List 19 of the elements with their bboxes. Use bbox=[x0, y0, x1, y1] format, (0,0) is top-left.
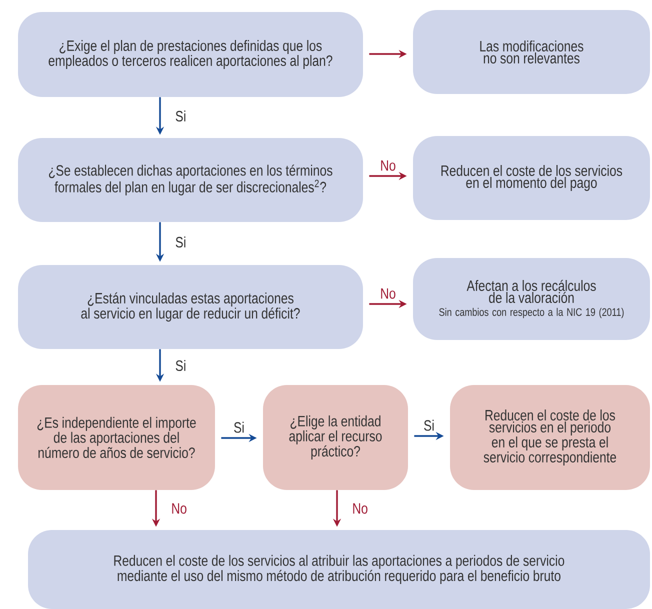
decision-box: ¿Están vinculadas estas aportaciones al servicio en lugar de reducir un déficit? bbox=[18, 264, 363, 349]
edge-label: Si bbox=[174, 235, 188, 248]
edge-label: No bbox=[379, 287, 397, 300]
result-box: Las modificaciones no son relevantes bbox=[413, 10, 650, 94]
edge-label: Si bbox=[232, 420, 246, 434]
result-box: Reducen el coste de los servicios en el momento del pago bbox=[413, 136, 650, 220]
edge-label: Si bbox=[174, 358, 188, 372]
result-box: Reducen el coste de los servicios al atribuir las aportaciones a periodos de servicio mediante el uso del mismo método de atribución requerido para el beneficio bruto bbox=[28, 530, 650, 609]
result-box: Reducen el coste de los servicios en el periodo en el que se presta el servicio correspondiente bbox=[450, 384, 650, 490]
decision-box: ¿Es independiente el importe de las aportaciones del número de años de servicio? bbox=[18, 384, 215, 490]
decision-box: ¿Se establecen dichas aportaciones en los términos formales del plan en lugar de ser discrecionales$^{2}$? bbox=[18, 138, 363, 222]
decision-box: ¿Elige la entidad aplicar el recurso práctico? bbox=[263, 384, 408, 490]
decision-box: ¿Exige el plan de prestaciones definidas que los empleados o terceros realicen aportaciones al plan? bbox=[18, 12, 363, 97]
edge-label: No bbox=[379, 159, 397, 172]
edge-label: Si bbox=[422, 418, 436, 432]
edge-label: No bbox=[351, 502, 369, 515]
edge-label: No bbox=[170, 502, 188, 515]
result-box: Afectan a los recálculos de la valoración Sin cambios con respecto a la NIC 19 (2011) bbox=[413, 258, 650, 340]
edge-label: Si bbox=[174, 109, 188, 122]
